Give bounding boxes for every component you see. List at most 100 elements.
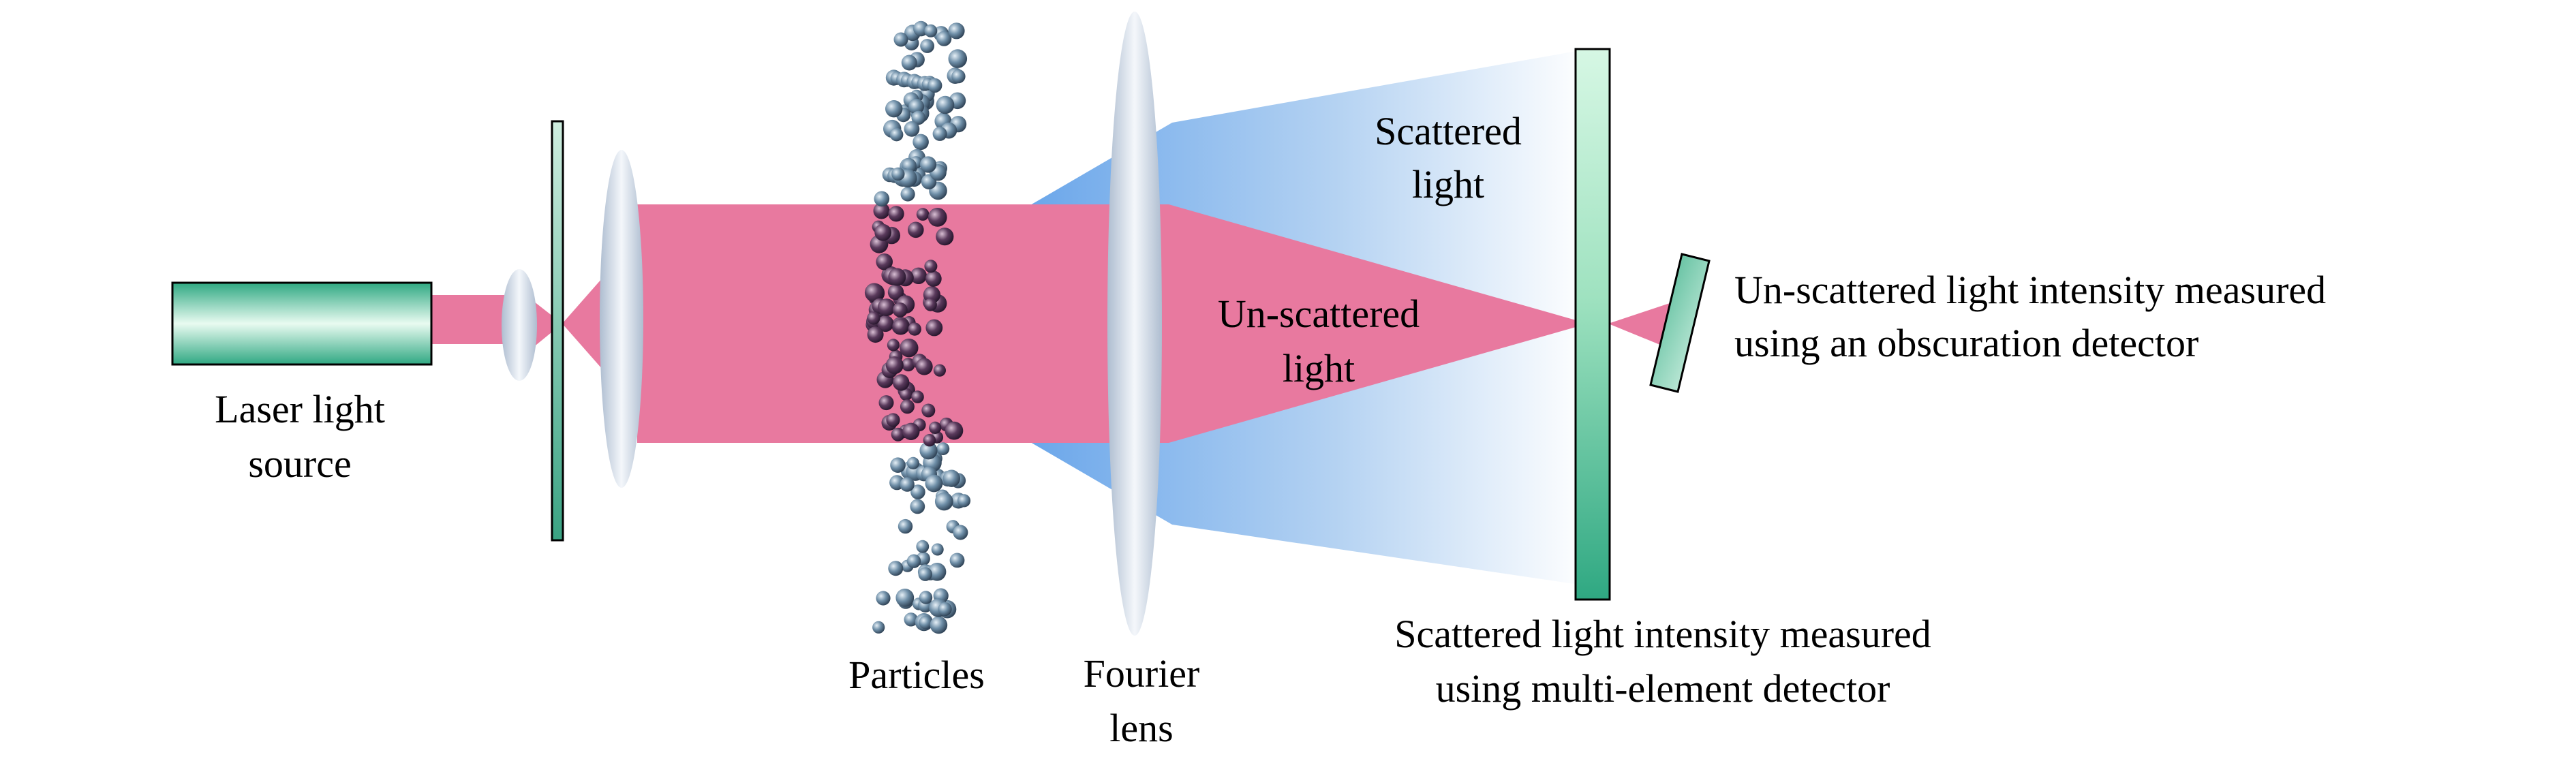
particles-cloud [864, 20, 971, 634]
particle [930, 616, 948, 634]
particle [878, 395, 894, 411]
particle [923, 298, 937, 311]
particles-label: Particles [848, 653, 985, 697]
particle [927, 208, 947, 227]
collimating-lens [600, 150, 643, 488]
particle [953, 525, 968, 540]
particle [906, 554, 921, 568]
scattered-light-label-line1: Scattered [1375, 109, 1522, 153]
obscuration-detector-label-line2: using an obscuration detector [1734, 321, 2198, 365]
particle [927, 78, 942, 93]
scattered-light-cone-upper [1026, 49, 1588, 326]
particle [942, 469, 961, 487]
focused-beam [1131, 204, 1588, 443]
particle [872, 621, 885, 634]
laser-source [171, 281, 433, 366]
laser-source-label-line2: source [248, 441, 351, 486]
particle [893, 318, 909, 335]
particle [929, 421, 942, 435]
particle [864, 283, 884, 302]
particle [891, 427, 905, 441]
particle [919, 441, 938, 460]
particle [887, 284, 904, 300]
particle [888, 561, 904, 576]
unscattered-light-label-line2: light [1283, 346, 1355, 390]
particle [877, 315, 894, 332]
particle [891, 167, 905, 181]
particle [919, 156, 937, 173]
particle [957, 494, 971, 508]
particle [900, 399, 915, 414]
fourier-lens-label-line1: Fourier [1084, 651, 1200, 696]
particle [902, 422, 920, 440]
particle [900, 339, 919, 358]
particle [911, 110, 926, 125]
particle [925, 474, 943, 493]
particle [893, 32, 908, 47]
particle [900, 477, 915, 492]
multi-element-detector [1574, 48, 1611, 601]
particle [867, 326, 884, 343]
particle [916, 540, 930, 553]
particle [900, 388, 913, 401]
particle [893, 374, 910, 391]
particle [931, 543, 944, 556]
particle [910, 499, 925, 514]
particle [923, 434, 936, 447]
particle [925, 270, 942, 287]
particle [924, 24, 938, 37]
particle [927, 563, 947, 581]
particle [904, 121, 920, 137]
particle [885, 356, 904, 375]
laser-source-label-line1: Laser light [215, 387, 385, 431]
particle [921, 403, 936, 418]
particle [892, 302, 908, 317]
unscattered-light-label-line1: Un-scattered [1218, 292, 1420, 336]
particle [873, 202, 890, 219]
particle [911, 390, 924, 403]
particle [945, 421, 964, 440]
particle [915, 358, 933, 375]
particle [910, 484, 925, 499]
particle [919, 591, 933, 604]
obscuration-detector [1649, 253, 1711, 393]
expander-lens [502, 269, 537, 381]
particle [901, 358, 915, 372]
particle [936, 442, 950, 456]
particle [936, 228, 954, 246]
particle [913, 134, 929, 151]
particle [906, 456, 919, 470]
beam-from-laser [431, 295, 515, 344]
particle [885, 100, 903, 118]
particle [895, 589, 915, 607]
particle [933, 364, 946, 377]
particle [908, 322, 921, 336]
particle [948, 49, 968, 68]
particle [918, 567, 932, 581]
scattered-light-label-line2: light [1412, 162, 1484, 206]
particle [887, 339, 900, 352]
particle [898, 518, 913, 534]
particle [932, 126, 947, 141]
particle [888, 206, 904, 222]
particle [924, 260, 938, 273]
particle [890, 457, 906, 473]
particle [876, 591, 891, 606]
particle [919, 615, 932, 630]
particle [888, 268, 906, 286]
particle [908, 221, 924, 238]
particle [878, 298, 895, 316]
fourier-lens-label-line2: lens [1109, 706, 1173, 750]
particle [886, 413, 900, 427]
particle [936, 95, 955, 114]
particle [920, 39, 934, 53]
particle [867, 311, 880, 325]
multi-element-detector-label-line1: Scattered light intensity measured [1394, 612, 1931, 656]
particle [936, 31, 952, 46]
particle [925, 319, 943, 337]
particle [938, 602, 952, 617]
particle [916, 208, 930, 221]
particle [934, 492, 953, 511]
aperture-plate [551, 120, 564, 542]
